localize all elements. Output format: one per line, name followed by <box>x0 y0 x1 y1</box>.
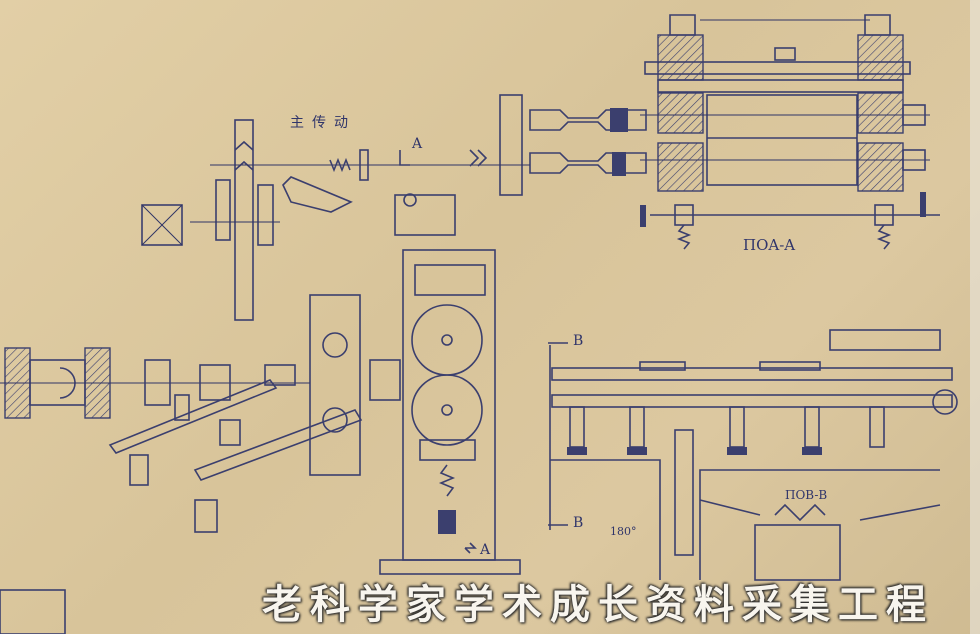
section-cut-lines <box>399 150 568 554</box>
scan-edge <box>970 0 980 634</box>
main-drive-label: 主传动 <box>290 115 356 131</box>
section-aa-label: ΠOA-A <box>743 236 796 254</box>
feed-mechanism <box>0 347 363 533</box>
watermark-caption: 老科学家学术成长资料采集工程 <box>262 581 934 628</box>
main-drive-gears <box>141 119 353 321</box>
base-machine-outline <box>0 589 66 634</box>
section-bb-table <box>549 329 958 581</box>
spindle-couplings <box>280 94 647 196</box>
section-marker-b-bottom: B <box>573 515 584 531</box>
angle-note: 180° <box>610 525 637 538</box>
section-marker-a-bottom: A <box>480 542 491 558</box>
section-bb-label: ΠOB-B <box>785 488 828 502</box>
section-marker-a-top: A <box>412 136 423 152</box>
central-roll-stand <box>309 193 521 575</box>
section-aa-roll-stand <box>640 14 940 250</box>
section-marker-b-top: B <box>573 333 584 349</box>
